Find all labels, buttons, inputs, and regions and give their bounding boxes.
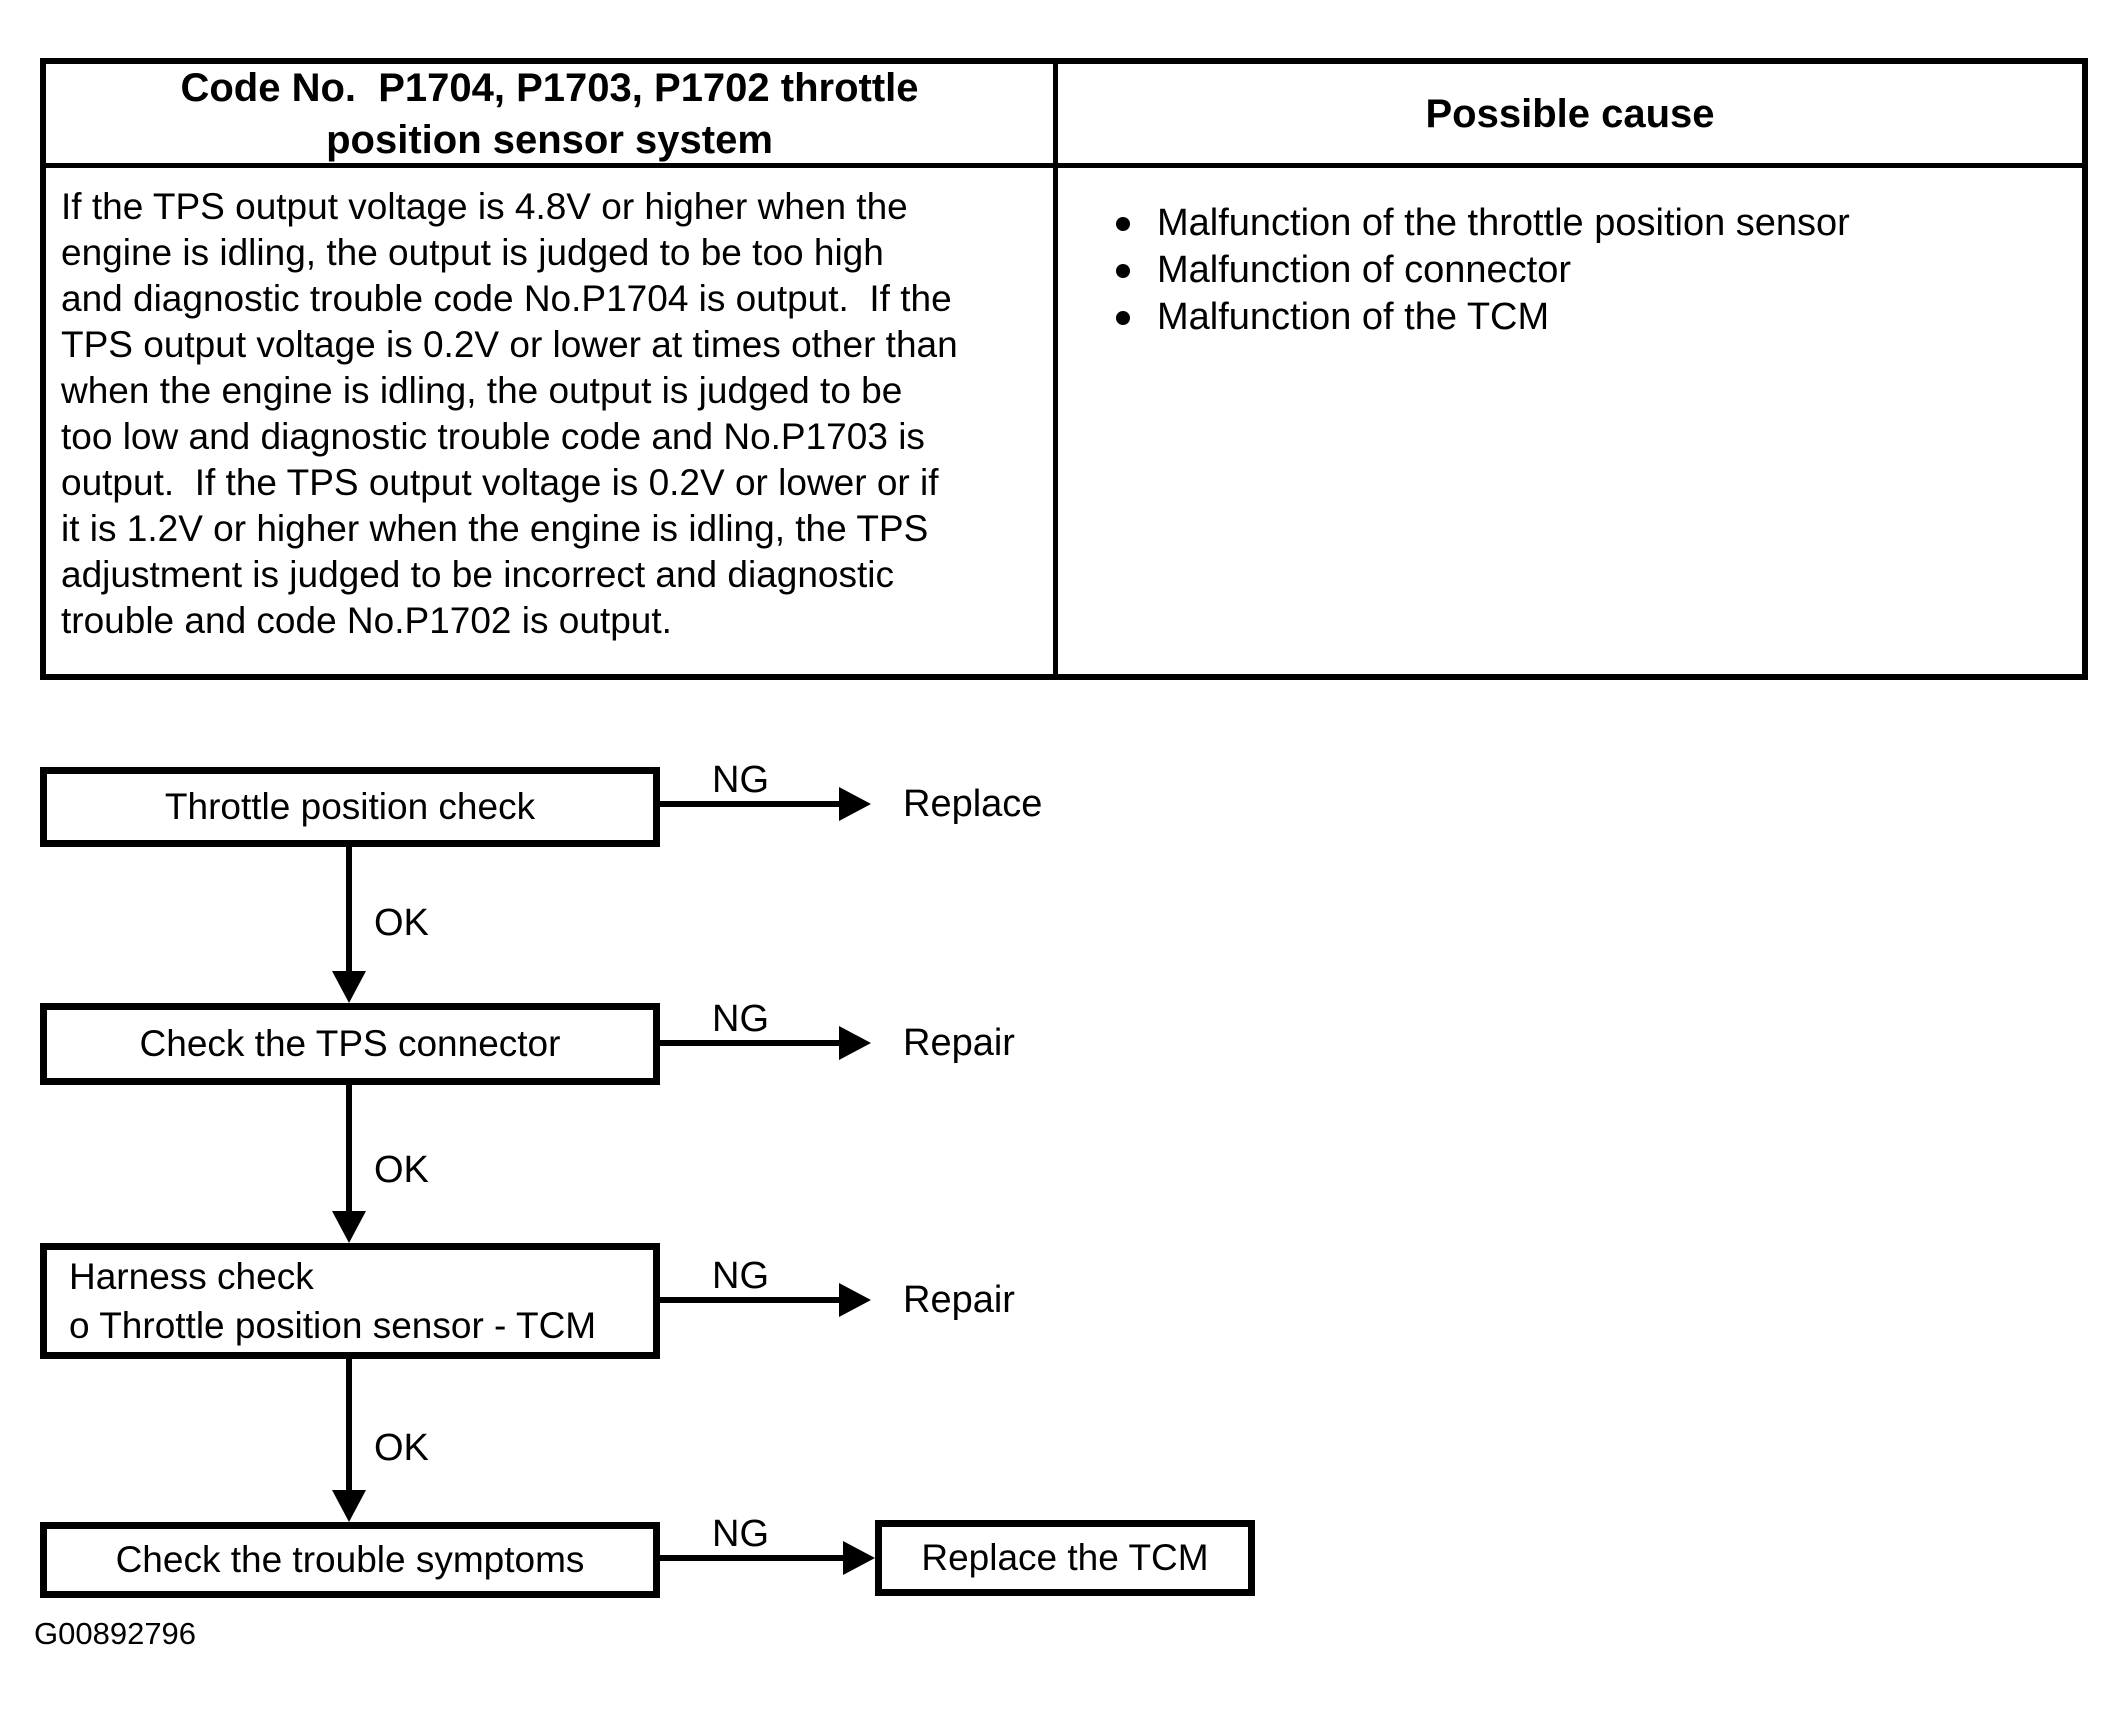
ng-branch-label: NG bbox=[712, 1255, 769, 1297]
flowchart-step-throttle-position-check: Throttle position check bbox=[40, 767, 660, 847]
possible-cause-list: Malfunction of the throttle position sen… bbox=[1058, 168, 2082, 674]
ok-branch-label: OK bbox=[374, 1427, 429, 1469]
ok-branch-label: OK bbox=[374, 902, 429, 944]
cause-text: Malfunction of the throttle position sen… bbox=[1157, 202, 1850, 244]
dtc-table: Code No. P1704, P1703, P1702 throttle po… bbox=[40, 58, 2088, 680]
ng-branch-label: NG bbox=[712, 1513, 769, 1555]
arrow-right-icon bbox=[658, 787, 871, 821]
arrow-down-icon bbox=[332, 1359, 366, 1522]
ok-branch-label: OK bbox=[374, 1149, 429, 1191]
result-replace-label: Replace bbox=[903, 783, 1043, 825]
flowchart-step-check-tps-connector: Check the TPS connector bbox=[40, 1003, 660, 1085]
arrow-right-icon bbox=[658, 1026, 871, 1060]
cause-text: Malfunction of connector bbox=[1157, 249, 1572, 291]
flowchart-result-replace-tcm: Replace the TCM bbox=[875, 1520, 1255, 1596]
cause-item: Malfunction of the throttle position sen… bbox=[1116, 200, 2062, 247]
arrow-right-icon bbox=[658, 1283, 871, 1317]
ng-branch-label: NG bbox=[712, 759, 769, 801]
flowchart-step-harness-check: Harness check o Throttle position sensor… bbox=[40, 1243, 660, 1359]
possible-cause-header: Possible cause bbox=[1058, 64, 2082, 168]
arrow-right-icon bbox=[658, 1541, 875, 1575]
cause-item: Malfunction of the TCM bbox=[1116, 294, 2062, 341]
dtc-description: If the TPS output voltage is 4.8V or hig… bbox=[46, 168, 1058, 674]
flowchart-step-check-trouble-symptoms: Check the trouble symptoms bbox=[40, 1522, 660, 1598]
arrow-down-icon bbox=[332, 1085, 366, 1243]
bullet-icon bbox=[1116, 311, 1130, 325]
bullet-icon bbox=[1116, 264, 1130, 278]
bullet-icon bbox=[1116, 217, 1130, 231]
ng-branch-label: NG bbox=[712, 998, 769, 1040]
cause-text: Malfunction of the TCM bbox=[1157, 296, 1550, 338]
cause-item: Malfunction of connector bbox=[1116, 247, 2062, 294]
arrow-down-icon bbox=[332, 846, 366, 1003]
figure-id: G00892796 bbox=[34, 1616, 197, 1651]
dtc-code-header: Code No. P1704, P1703, P1702 throttle po… bbox=[46, 64, 1058, 168]
result-repair-label: Repair bbox=[903, 1022, 1015, 1064]
result-repair-label: Repair bbox=[903, 1279, 1015, 1321]
